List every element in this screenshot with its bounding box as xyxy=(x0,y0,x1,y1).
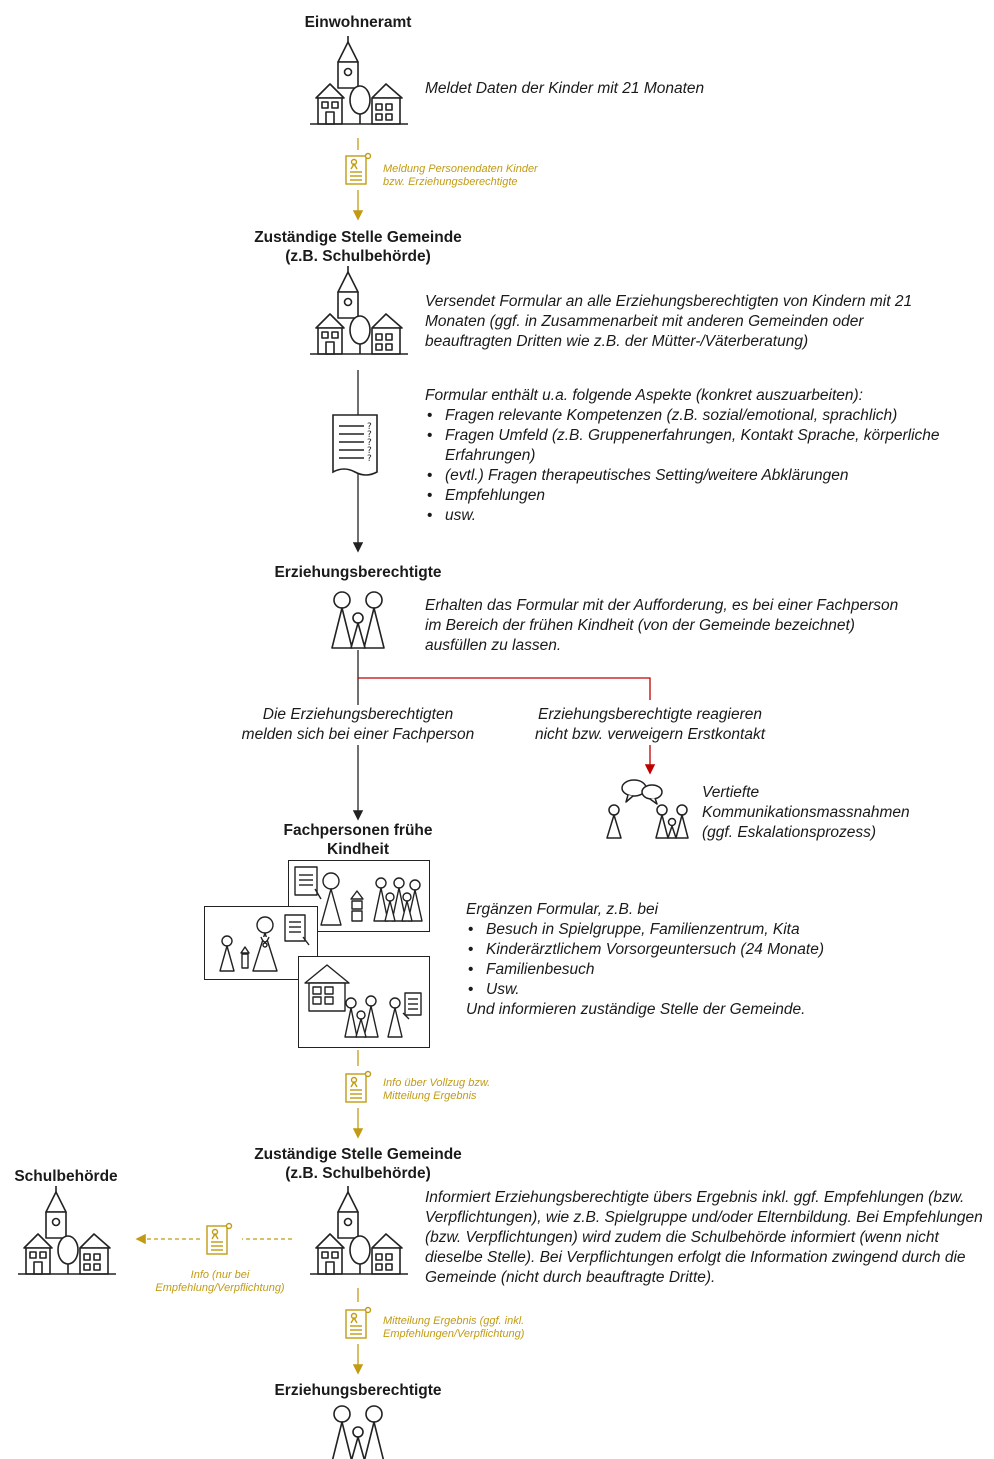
family-visit-scene-icon xyxy=(304,964,422,1038)
node-kommunikation-desc: Vertiefte Kommunikationsmassnahmen (ggf.… xyxy=(702,784,910,841)
node-einwohneramt-title: Einwohneramt xyxy=(304,14,412,31)
document-icon xyxy=(345,1306,372,1339)
fachpersonen-item: Usw. xyxy=(466,980,966,1000)
formular-item: Empfehlungen xyxy=(425,486,985,506)
node-fachpersonen-desc: Ergänzen Formular, z.B. bei Besuch in Sp… xyxy=(466,900,966,1020)
communication-icon xyxy=(606,779,689,839)
village-icon xyxy=(310,1186,408,1275)
playgroup-scene-icon xyxy=(294,866,423,926)
svg-text:?: ? xyxy=(367,446,372,456)
node-gemeinde2-desc: Informiert Erziehungsberechtigte übers E… xyxy=(425,1189,983,1286)
node-eltern2-title: Erziehungsberechtigte xyxy=(274,1382,442,1399)
formular-item: Fragen relevante Kompetenzen (z.B. sozia… xyxy=(425,406,985,426)
formular-item: (evtl.) Fragen therapeutisches Setting/w… xyxy=(425,466,985,486)
fachpersonen-item: Familienbesuch xyxy=(466,960,966,980)
node-einwohneramt-desc: Meldet Daten der Kinder mit 21 Monaten xyxy=(425,80,705,97)
village-icon xyxy=(18,1186,116,1275)
flow-info-label: Info über Vollzug bzw. Mitteilung Ergebn… xyxy=(383,1077,491,1102)
formular-item: Fragen Umfeld (z.B. Gruppenerfahrungen, … xyxy=(425,426,985,466)
village-icon xyxy=(310,36,408,125)
doctor-scene-icon xyxy=(219,914,310,972)
svg-text:?: ? xyxy=(367,454,372,464)
node-schulbehoerde-title: Schulbehörde xyxy=(14,1168,118,1185)
scene-spielgruppe xyxy=(288,860,430,932)
village-icon xyxy=(310,266,408,355)
svg-text:?: ? xyxy=(367,430,372,440)
document-icon xyxy=(206,1222,233,1255)
flow-schulbehoerde-label: Info (nur bei Empfehlung/Verpflichtung) xyxy=(155,1269,285,1294)
node-eltern-desc: Erhalten das Formular mit der Aufforderu… xyxy=(425,597,899,654)
formular-item: usw. xyxy=(425,506,985,526)
svg-text:?: ? xyxy=(367,422,372,432)
scene-kinderarzt xyxy=(204,906,318,980)
node-eltern-title: Erziehungsberechtigte xyxy=(274,564,442,581)
formular-content: Formular enthält u.a. folgende Aspekte (… xyxy=(425,386,985,526)
node-gemeinde-title: Zuständige Stelle Gemeinde (z.B. Schulbe… xyxy=(254,229,462,265)
fachpersonen-item: Besuch in Spielgruppe, Familienzentrum, … xyxy=(466,920,966,940)
fachpersonen-item: Kinderärztlichem Vorsorgeuntersuch (24 M… xyxy=(466,940,966,960)
family-icon xyxy=(331,1405,385,1459)
node-gemeinde-desc: Versendet Formular an alle Erziehungsber… xyxy=(425,293,913,350)
svg-text:?: ? xyxy=(367,438,372,448)
family-icon xyxy=(331,591,385,649)
scene-familienbesuch xyxy=(298,956,430,1048)
node-gemeinde2-title: Zuständige Stelle Gemeinde (z.B. Schulbe… xyxy=(254,1146,462,1182)
branch-verweigerung-label: Erziehungsberechtigte reagieren nicht bz… xyxy=(534,706,766,743)
flow-mitteilung-label: Mitteilung Ergebnis (ggf. inkl. Empfehlu… xyxy=(383,1315,525,1340)
document-icon xyxy=(345,152,372,185)
flow-meldung-label: Meldung Personendaten Kinder bzw. Erzieh… xyxy=(383,163,538,188)
flow-escalation-line xyxy=(358,677,651,700)
questionnaire-icon: ????? xyxy=(332,414,378,476)
node-fachpersonen-title: Fachpersonen frühe Kindheit xyxy=(283,822,433,858)
branch-fachperson-label: Die Erziehungsberechtigten melden sich b… xyxy=(241,706,475,743)
document-icon xyxy=(345,1070,372,1103)
